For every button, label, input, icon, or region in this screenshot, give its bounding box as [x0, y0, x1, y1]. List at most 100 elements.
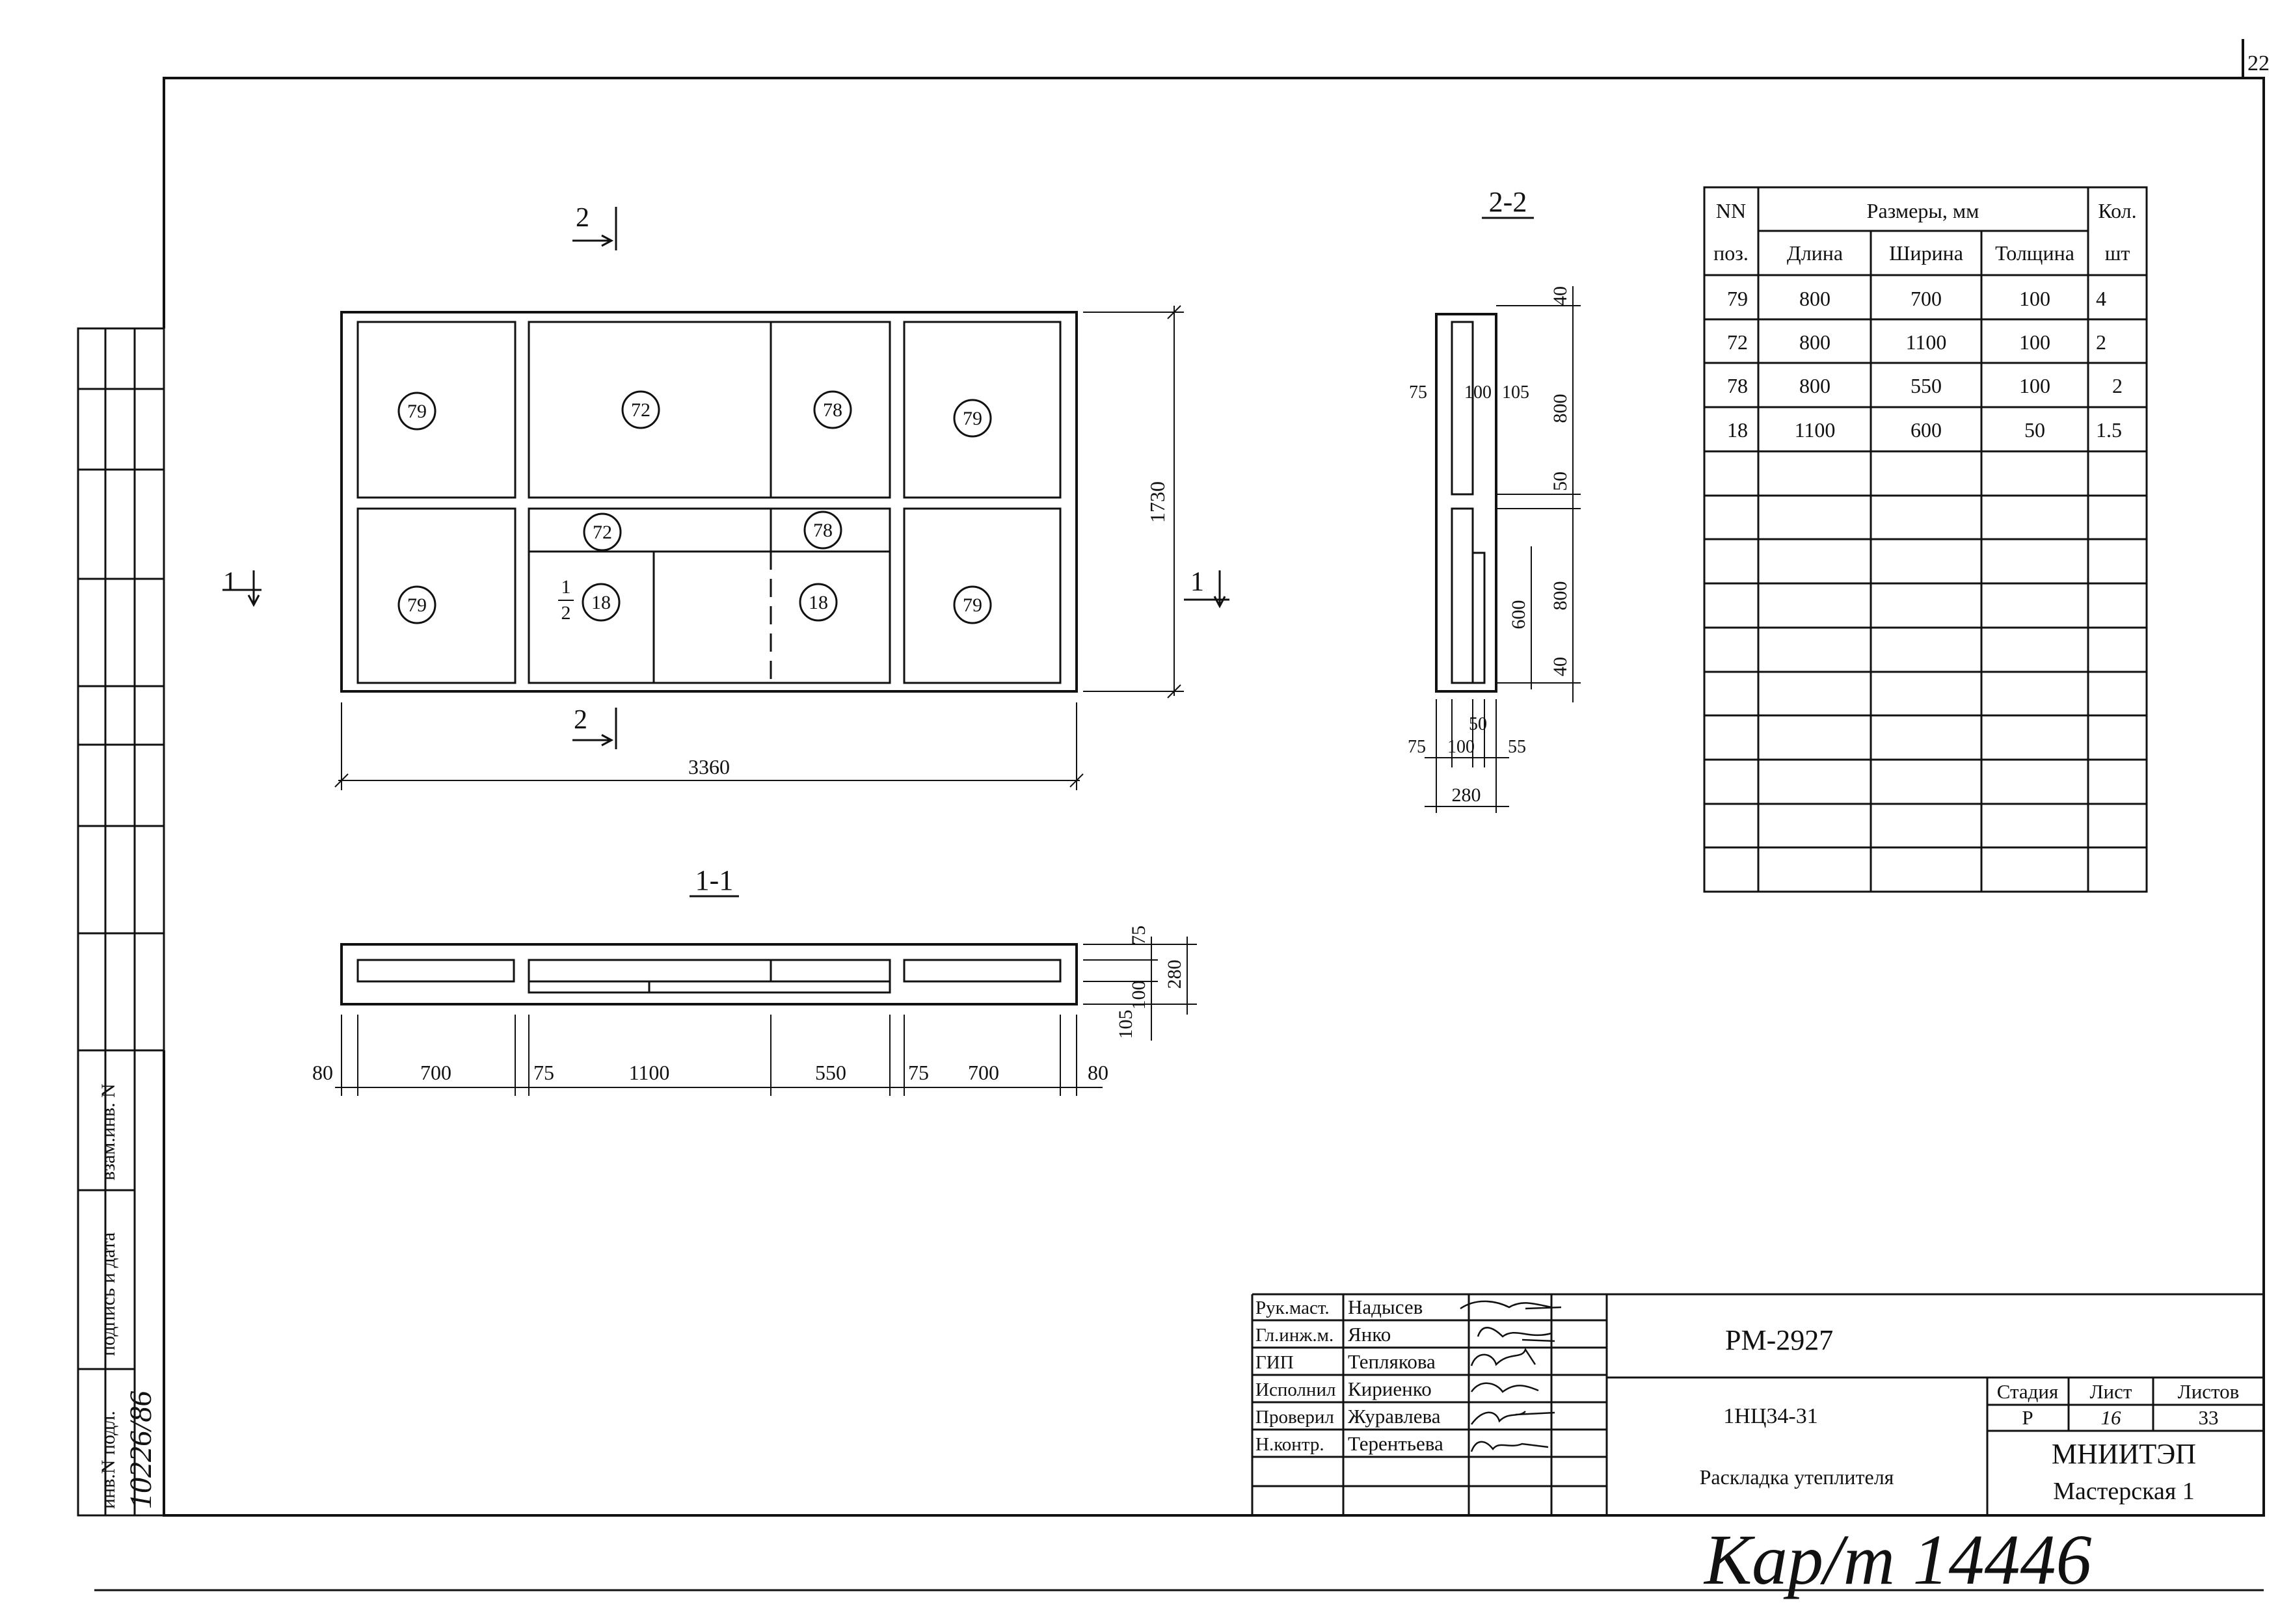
- table-cell-width: 700: [1911, 287, 1942, 310]
- dim-1-1-105-v: 105: [1115, 1010, 1136, 1039]
- dim-2-2-40-bottom: 40: [1549, 657, 1571, 676]
- title-block-roles: Рук.маст. Гл.инж.м. ГИП Исполнил Провери…: [1255, 1296, 1443, 1455]
- table-header-qty: Кол.: [2098, 199, 2136, 222]
- dim-1-1-700-right: 700: [968, 1061, 999, 1084]
- dim-2-2-800-top: 800: [1549, 394, 1571, 423]
- sheet-corner-number: 22: [2247, 51, 2270, 75]
- sheets-label: Листов: [2178, 1380, 2240, 1403]
- stamp-vzam-inv: взам.инв. N: [98, 1084, 119, 1180]
- dim-1-1-75-v: 75: [1128, 925, 1149, 945]
- table-cell-width: 600: [1911, 418, 1942, 442]
- table-cell-pos: 79: [1727, 287, 1748, 310]
- dim-1-1-100-v: 100: [1128, 981, 1149, 1010]
- marker-78-b-label: 78: [813, 520, 833, 541]
- table-cell-length: 800: [1799, 330, 1830, 354]
- table-row: 18 1100 600 50 1.5: [1727, 418, 2122, 442]
- dim-2-2-50: 50: [1549, 472, 1571, 491]
- section-mark-1-right: 1: [1190, 567, 1204, 597]
- marker-78-a-label: 78: [823, 399, 842, 421]
- dim-1-1-75-left: 75: [533, 1061, 554, 1084]
- side-stamp: [77, 327, 165, 1517]
- title-block: [1251, 1293, 2264, 1515]
- marker-18-a-label: 18: [591, 592, 611, 613]
- dim-2-2-75-top: 75: [1409, 382, 1427, 403]
- stage-value: Р: [2022, 1406, 2033, 1429]
- dim-2-2-55-bottom: 55: [1508, 737, 1526, 757]
- marker-18-b-label: 18: [809, 592, 828, 613]
- marker-72-b-label: 72: [593, 522, 612, 543]
- table-cell-thickness: 50: [2024, 418, 2045, 442]
- table-cell-qty: 2: [2096, 330, 2106, 354]
- table-header-nn: NN: [1716, 199, 1746, 222]
- table-cell-width: 1100: [1906, 330, 1947, 354]
- spec-table: [1703, 186, 2148, 893]
- stage-label: Стадия: [1997, 1380, 2059, 1403]
- marker-72-a-label: 72: [631, 399, 650, 421]
- dim-2-2-100-bottom: 100: [1447, 737, 1475, 757]
- plan-view: [340, 311, 1078, 693]
- section-mark-1-left: 1: [223, 567, 237, 597]
- marker-78-b: [803, 511, 842, 550]
- dim-1-1-550: 550: [815, 1061, 846, 1084]
- handwritten-archive-note: Кар/т 14446: [1703, 1520, 2092, 1599]
- marker-79-b-label: 79: [963, 408, 982, 429]
- table-cell-length: 800: [1799, 287, 1830, 310]
- marker-78-a: [813, 390, 852, 429]
- table-row: 72 800 1100 100 2: [1727, 330, 2106, 354]
- table-header-length: Длина: [1787, 241, 1843, 265]
- table-header-sizes: Размеры, мм: [1867, 199, 1979, 222]
- table-header-width: Ширина: [1889, 241, 1963, 265]
- name-nadysev: Надысев: [1348, 1296, 1423, 1318]
- marker-72-b: [583, 512, 622, 552]
- dim-2-2-280: 280: [1452, 784, 1481, 806]
- name-teplyakova: Теплякова: [1348, 1350, 1436, 1373]
- sheet-label: Лист: [2090, 1380, 2132, 1403]
- stamp-inv-podl: инв.N подл.: [98, 1411, 119, 1509]
- marker-79-d-label: 79: [963, 594, 982, 616]
- table-cell-pos: 78: [1727, 374, 1748, 397]
- table-cell-width: 550: [1911, 374, 1942, 397]
- dim-1-1-1100: 1100: [629, 1061, 670, 1084]
- role-gl-inzh: Гл.инж.м.: [1255, 1325, 1334, 1346]
- table-header-poz: поз.: [1713, 241, 1749, 265]
- table-cell-qty: 4: [2096, 287, 2106, 310]
- table-cell-qty: 1.5: [2096, 418, 2122, 442]
- workshop-name: Мастерская 1: [2053, 1478, 2195, 1505]
- plan-width-dim: 3360: [688, 755, 730, 779]
- marker-79-a: [397, 392, 436, 431]
- table-cell-length: 800: [1799, 374, 1830, 397]
- table-cell-pos: 72: [1727, 330, 1748, 354]
- marker-79-c-label: 79: [407, 594, 427, 616]
- stamp-handwritten-number: 10226/86: [124, 1391, 158, 1509]
- table-cell-pos: 18: [1727, 418, 1748, 442]
- role-n-kontr: Н.контр.: [1255, 1434, 1324, 1455]
- doc-code: 1НЦ34-31: [1723, 1404, 1817, 1428]
- dim-1-1-75-right: 75: [908, 1061, 929, 1084]
- section-1-1-title: 1-1: [695, 864, 734, 896]
- table-cell-thickness: 100: [2019, 374, 2050, 397]
- dim-2-2-100-top: 100: [1464, 382, 1492, 403]
- section-mark-2-bottom: 2: [574, 705, 587, 735]
- name-zhuravleva: Журавлева: [1348, 1405, 1441, 1428]
- plan-dimensions: [334, 305, 1184, 790]
- marker-79-b: [953, 399, 992, 438]
- fraction-denominator: 2: [561, 602, 571, 624]
- dim-1-1-280-v: 280: [1164, 960, 1185, 989]
- plan-height-dim: 1730: [1146, 481, 1169, 523]
- sheets-value: 33: [2199, 1406, 2219, 1429]
- dim-1-1-700-left: 700: [420, 1061, 451, 1084]
- name-kirienko: Кириенко: [1348, 1378, 1432, 1400]
- marker-72-a: [621, 390, 660, 429]
- dim-2-2-600: 600: [1508, 600, 1529, 630]
- role-gip: ГИП: [1255, 1352, 1294, 1373]
- signatures: [1460, 1300, 1562, 1452]
- plan-markers: 79 72 78 79 79 72 78 18 1 2 18 79: [397, 390, 992, 624]
- marker-79-d: [953, 585, 992, 624]
- marker-18-b: [799, 583, 838, 622]
- role-ispolnil: Исполнил: [1255, 1379, 1335, 1400]
- dim-1-1-80-left: 80: [312, 1061, 333, 1084]
- stamp-podpis-data: подпись и дата: [98, 1232, 119, 1356]
- organization-name: МНИИТЭП: [2052, 1438, 2196, 1470]
- dim-1-1-80-right: 80: [1088, 1061, 1108, 1084]
- table-row: 79 800 700 100 4: [1727, 287, 2106, 310]
